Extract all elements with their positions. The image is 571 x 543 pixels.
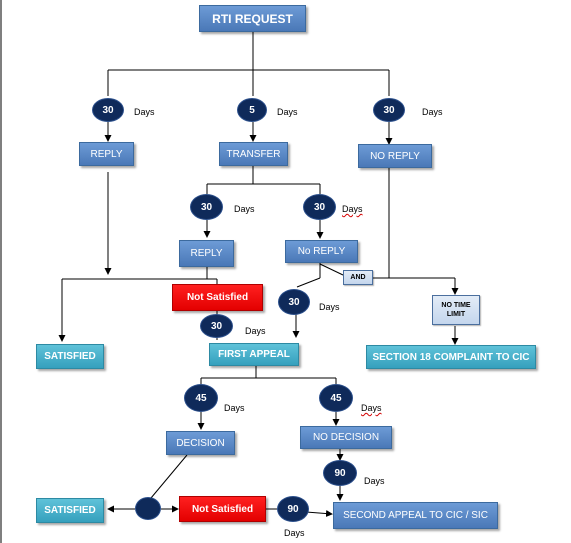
rti-request-node[interactable]: RTI REQUEST [199, 5, 306, 32]
first-appeal-node[interactable]: FIRST APPEAL [209, 343, 299, 366]
satisfied-second-node[interactable]: SATISFIED [36, 498, 104, 523]
no-decision-node[interactable]: NO DECISION [300, 426, 392, 449]
reply-top-node[interactable]: REPLY [79, 142, 134, 166]
timer-circle: 90 [323, 460, 357, 486]
second-appeal-node[interactable]: SECOND APPEAL TO CIC / SIC [333, 502, 498, 529]
timer-circle: 30 [303, 194, 336, 220]
days-label: Days [134, 107, 155, 117]
timer-circle: 30 [190, 194, 223, 220]
no-reply-mid-node[interactable]: No REPLY [285, 240, 358, 263]
days-label: Days [277, 107, 298, 117]
junction-circle [135, 497, 161, 520]
timer-circle: 30 [373, 98, 405, 122]
reply-mid-node[interactable]: REPLY [179, 240, 234, 267]
days-label: Days [284, 528, 305, 538]
not-satisfied-first-node[interactable]: Not Satisfied [172, 284, 263, 311]
timer-circle: 30 [278, 289, 310, 315]
connector [319, 263, 344, 276]
days-label: Days [245, 326, 266, 336]
days-label: Days [234, 204, 255, 214]
section-18-complaint-node[interactable]: SECTION 18 COMPLAINT TO CIC [366, 345, 536, 369]
transfer-node[interactable]: TRANSFER [219, 142, 288, 166]
and-node[interactable]: AND [343, 270, 373, 285]
not-satisfied-second-node[interactable]: Not Satisfied [179, 496, 266, 522]
decision-node[interactable]: DECISION [166, 431, 235, 455]
days-label: Days [361, 403, 382, 413]
timer-circle: 90 [277, 496, 309, 522]
days-label: Days [224, 403, 245, 413]
connector [305, 510, 333, 518]
no-reply-top-node[interactable]: NO REPLY [358, 144, 432, 168]
no-time-limit-node[interactable]: NO TIME LIMIT [432, 295, 480, 325]
timer-circle: 30 [92, 98, 124, 122]
days-label: Days [342, 204, 363, 214]
days-label: Days [422, 107, 443, 117]
connector [150, 454, 188, 499]
satisfied-first-node[interactable]: SATISFIED [36, 344, 104, 369]
days-label: Days [319, 302, 340, 312]
days-label: Days [364, 476, 385, 486]
timer-circle: 5 [237, 98, 267, 122]
timer-circle: 30 [200, 314, 233, 338]
timer-circle: 45 [184, 384, 218, 412]
timer-circle: 45 [319, 384, 353, 412]
connector [296, 277, 321, 288]
left-edge-divider [0, 0, 2, 543]
